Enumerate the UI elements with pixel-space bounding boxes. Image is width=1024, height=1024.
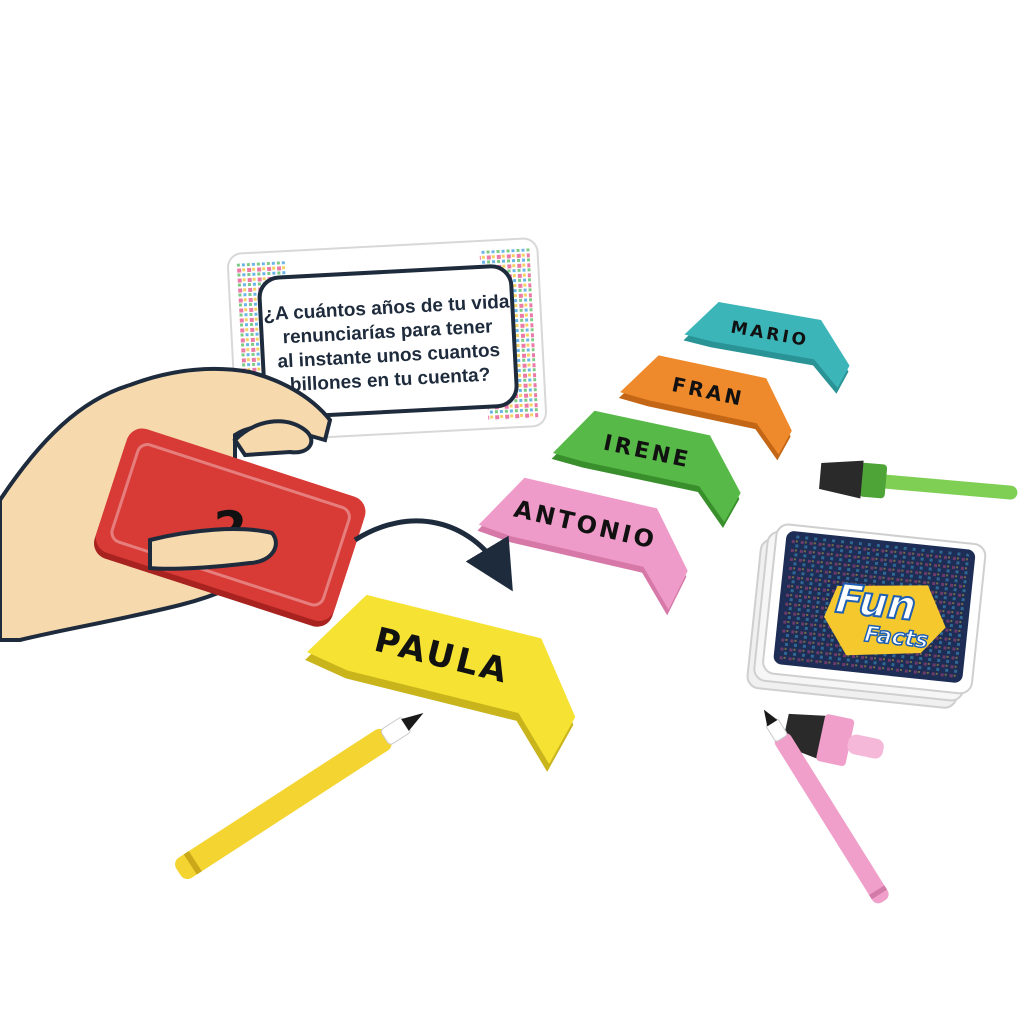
pink-marker-body: [774, 732, 889, 904]
name-tile-paula[interactable]: PAULA: [293, 584, 592, 775]
move-arrow-icon: [353, 518, 513, 592]
deck-logo-top: Fun: [833, 576, 918, 630]
green-marker[interactable]: [819, 457, 1020, 512]
pink-marker-cap: [782, 713, 884, 766]
name-tile-fran[interactable]: FRAN: [613, 349, 801, 462]
question-card: ¿A cuántos años de tu vida renunciarías …: [227, 237, 547, 443]
name-tile-mario[interactable]: MARIO: [679, 297, 857, 395]
yellow-marker-body: [175, 728, 392, 880]
tile-paula-face: [307, 594, 576, 765]
green-marker-body: [877, 474, 1018, 500]
name-tile-irene[interactable]: IRENE: [545, 404, 751, 530]
tile-mario-face: [684, 301, 850, 388]
yellow-marker[interactable]: [172, 703, 430, 882]
card-deck[interactable]: Fun Facts: [746, 522, 987, 711]
tile-antonio-face: [478, 477, 688, 610]
tile-fran-face: [620, 355, 792, 455]
pink-marker[interactable]: [756, 705, 891, 906]
tile-irene-face: [552, 410, 741, 523]
hand-thumb: [148, 419, 314, 571]
name-tile-antonio[interactable]: ANTONIO: [468, 470, 699, 618]
held-tile-face: [95, 428, 366, 622]
